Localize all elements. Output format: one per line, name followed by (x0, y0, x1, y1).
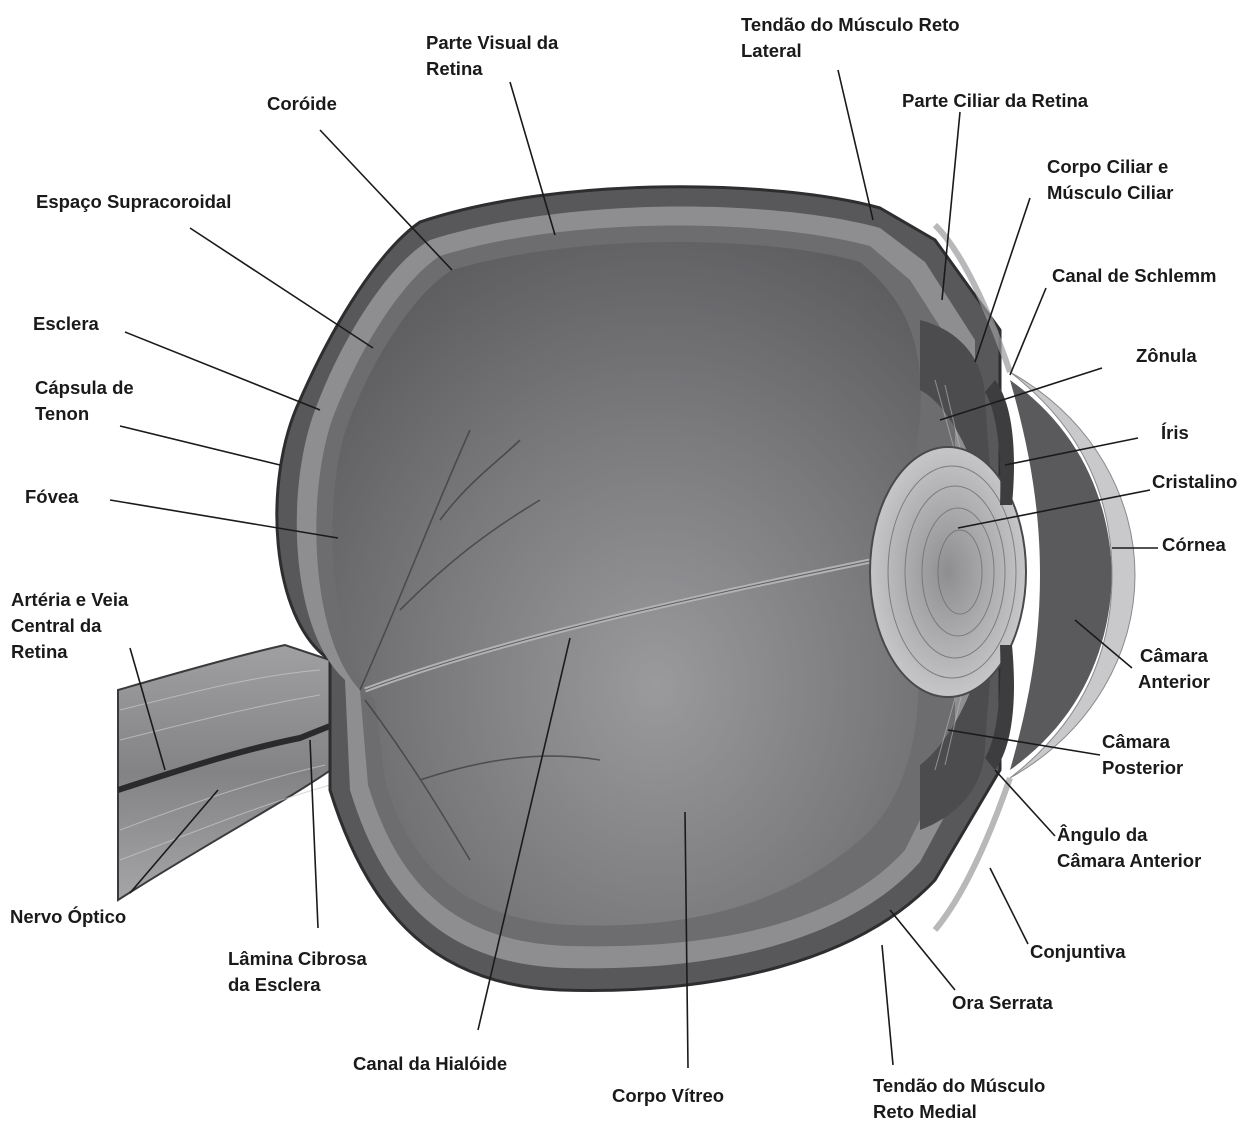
label-line: Ângulo da (1057, 822, 1201, 848)
label-tendao-medial: Tendão do Músculo Reto Medial (873, 1073, 1045, 1125)
label-tendao-lateral: Tendão do Músculo Reto Lateral (741, 12, 960, 64)
label-line: Zônula (1136, 343, 1197, 369)
label-capsula-tenon: Cápsula de Tenon (35, 375, 134, 427)
label-corpo-ciliar: Corpo Ciliar e Músculo Ciliar (1047, 154, 1173, 206)
label-parte-ciliar: Parte Ciliar da Retina (902, 88, 1088, 114)
label-corpo-vitreo: Corpo Vítreo (612, 1083, 724, 1109)
label-zonula: Zônula (1136, 343, 1197, 369)
label-line: Corpo Ciliar e (1047, 154, 1173, 180)
label-nervo-optico: Nervo Óptico (10, 904, 126, 930)
label-line: Retina (426, 56, 558, 82)
label-line: Corpo Vítreo (612, 1083, 724, 1109)
label-angulo: Ângulo da Câmara Anterior (1057, 822, 1201, 874)
label-line: Tendão do Músculo (873, 1073, 1045, 1099)
label-line: Parte Visual da (426, 30, 558, 56)
label-line: Esclera (33, 311, 99, 337)
label-line: Canal de Schlemm (1052, 263, 1217, 289)
label-line: Lâmina Cibrosa (228, 946, 367, 972)
label-line: Cápsula de (35, 375, 134, 401)
label-line: Nervo Óptico (10, 904, 126, 930)
label-line: Conjuntiva (1030, 939, 1126, 965)
label-line: Central da (11, 613, 128, 639)
label-line: Câmara (1102, 729, 1183, 755)
label-line: Câmara (1124, 643, 1224, 669)
label-arteria-veia: Artéria e Veia Central da Retina (11, 587, 128, 665)
label-line: Fóvea (25, 484, 78, 510)
vitreous-body (332, 242, 920, 926)
label-iris: Íris (1161, 420, 1189, 446)
label-esclera: Esclera (33, 311, 99, 337)
label-line: Artéria e Veia (11, 587, 128, 613)
label-line: Anterior (1124, 669, 1224, 695)
label-line: Posterior (1102, 755, 1183, 781)
label-camara-posterior: Câmara Posterior (1102, 729, 1183, 781)
label-line: Lateral (741, 38, 960, 64)
label-line: Retina (11, 639, 128, 665)
label-canal-hialoide: Canal da Hialóide (353, 1051, 507, 1077)
label-line: Parte Ciliar da Retina (902, 88, 1088, 114)
label-line: Ora Serrata (952, 990, 1053, 1016)
label-lamina-cibrosa: Lâmina Cibrosa da Esclera (228, 946, 367, 998)
label-line: Câmara Anterior (1057, 848, 1201, 874)
label-camara-anterior: Câmara Anterior (1124, 643, 1224, 695)
label-cristalino: Cristalino (1152, 469, 1237, 495)
label-parte-visual: Parte Visual da Retina (426, 30, 558, 82)
label-line: Íris (1161, 420, 1189, 446)
label-espaco-supracoroidal: Espaço Supracoroidal (36, 189, 231, 215)
label-conjuntiva: Conjuntiva (1030, 939, 1126, 965)
label-line: Tenon (35, 401, 134, 427)
label-line: Canal da Hialóide (353, 1051, 507, 1077)
label-fovea: Fóvea (25, 484, 78, 510)
label-cornea: Córnea (1162, 532, 1226, 558)
label-coroide: Coróide (267, 91, 337, 117)
label-line: Espaço Supracoroidal (36, 189, 231, 215)
label-line: Córnea (1162, 532, 1226, 558)
label-line: Coróide (267, 91, 337, 117)
label-line: Reto Medial (873, 1099, 1045, 1125)
label-canal-schlemm: Canal de Schlemm (1052, 263, 1217, 289)
label-line: Músculo Ciliar (1047, 180, 1173, 206)
label-line: Cristalino (1152, 469, 1237, 495)
label-line: da Esclera (228, 972, 367, 998)
label-ora-serrata: Ora Serrata (952, 990, 1053, 1016)
label-line: Tendão do Músculo Reto (741, 12, 960, 38)
